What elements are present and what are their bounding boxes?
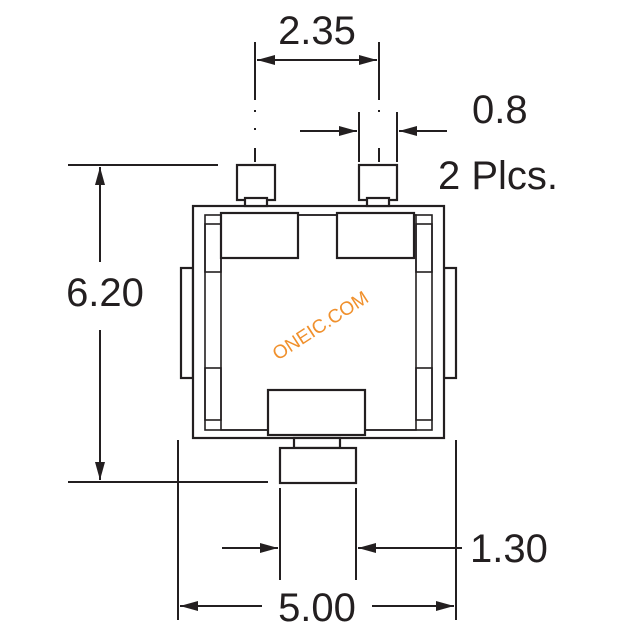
- component-body: [179, 163, 458, 485]
- corner-tab-lower-left: [204, 367, 222, 421]
- dimension-pin-spacing: 2.35: [254, 9, 380, 162]
- top-left-pad: [219, 211, 300, 260]
- bottom-pin-stem: [292, 436, 342, 450]
- pin-count-label: 2 Plcs.: [438, 154, 558, 198]
- right-side-tab: [442, 266, 458, 380]
- pin-width-label: 0.8: [472, 88, 528, 132]
- bottom-pin: [278, 446, 358, 485]
- width-label: 5.00: [278, 586, 356, 630]
- top-right-pin-stem: [365, 196, 391, 208]
- bottom-pin-label: 1.30: [470, 527, 548, 571]
- dimension-height: 6.20: [66, 164, 268, 483]
- corner-tab-lower-right: [415, 367, 433, 421]
- corner-tab-upper-right: [415, 223, 433, 273]
- dimension-bottom-pin: 1.30: [222, 488, 548, 580]
- top-left-pin-stem: [243, 196, 269, 208]
- top-left-pin: [235, 163, 277, 202]
- left-side-tab: [179, 266, 195, 380]
- height-label: 6.20: [66, 271, 144, 315]
- dimension-pin-width: 0.8 2 Plcs.: [300, 88, 558, 198]
- pin-spacing-label: 2.35: [278, 9, 356, 53]
- top-right-pad: [335, 211, 416, 260]
- bottom-pad: [266, 388, 367, 437]
- dimension-width: 5.00: [177, 440, 457, 630]
- top-right-pin: [357, 163, 399, 202]
- corner-tab-upper-left: [204, 223, 222, 273]
